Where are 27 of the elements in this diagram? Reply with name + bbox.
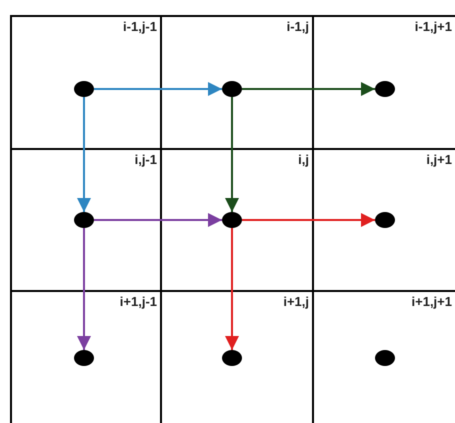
arrow — [77, 97, 91, 212]
arrow — [94, 213, 222, 227]
cell-index-label: i-1,j+1 — [414, 20, 452, 33]
cell-index-label: i,j-1 — [134, 153, 157, 166]
grid-point — [375, 212, 395, 228]
grid-point — [74, 212, 94, 228]
grid-point — [375, 81, 395, 97]
arrow — [225, 97, 239, 212]
arrow — [242, 213, 375, 227]
grid-point — [222, 212, 242, 228]
cell-index-label: i+1,j-1 — [120, 295, 157, 308]
cell-index-label: i+1,j+1 — [412, 295, 452, 308]
grid-point — [375, 350, 395, 366]
cell-index-label: i-1,j — [286, 20, 309, 33]
grid-cell — [10, 15, 162, 150]
cell-index-label: i,j — [298, 153, 309, 166]
arrow — [225, 228, 239, 350]
cell-index-label: i-1,j-1 — [123, 20, 157, 33]
grid-point — [74, 81, 94, 97]
cell-index-label: i+1,j — [283, 295, 309, 308]
grid-point — [222, 81, 242, 97]
grid-point — [74, 350, 94, 366]
arrow — [77, 228, 91, 350]
grid-point — [222, 350, 242, 366]
arrow — [242, 82, 375, 96]
arrow — [94, 82, 222, 96]
cell-index-label: i,j+1 — [426, 153, 452, 166]
